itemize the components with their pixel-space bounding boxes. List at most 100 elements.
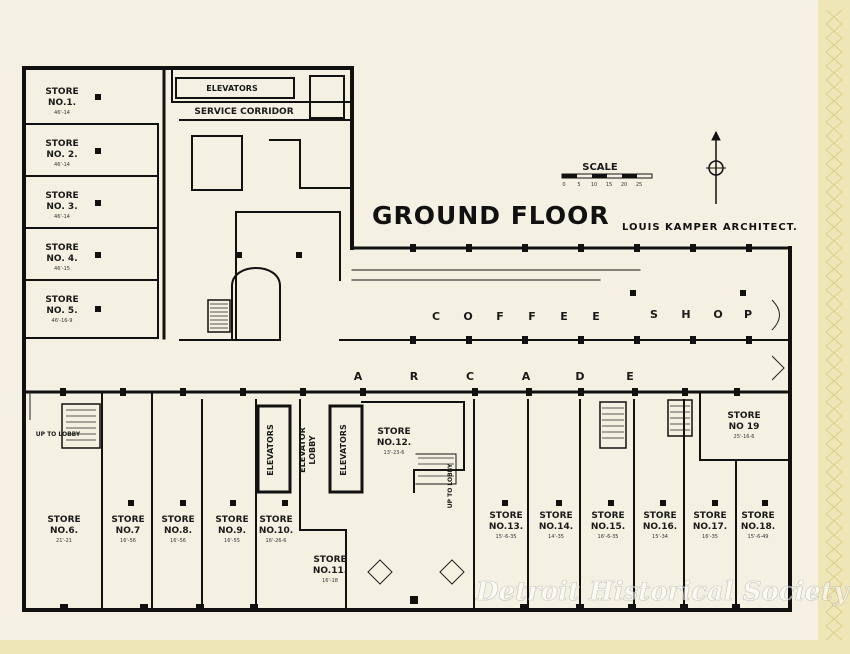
decorative-border-bottom (0, 640, 850, 654)
store-number: NO.13. (489, 522, 523, 532)
scale-tick-5: 5 (577, 182, 580, 188)
shop-letter: P (744, 308, 752, 321)
elevators-left-label: ELEVATORS (266, 424, 275, 476)
store-number: NO 19 (729, 422, 760, 432)
coffee-letter: F (496, 310, 504, 323)
shop-letter: H (681, 308, 690, 321)
store-dimension: 16'-6-35 (598, 534, 619, 540)
store-dimension: 16'-56 (120, 538, 136, 544)
store-dimension: 16'-56 (170, 538, 186, 544)
store-number: NO.16. (643, 522, 677, 532)
building-walls (22, 66, 792, 612)
scale-bar: SCALE 0 5 10 15 20 25 (561, 162, 653, 188)
store-number: NO.8. (164, 526, 192, 536)
scale-tick-0: 0 (562, 182, 565, 188)
elevator-lobby-label: LOBBY (308, 435, 317, 464)
store-number: NO.12. (377, 438, 411, 448)
arcade-letter: R (410, 370, 419, 383)
arcade-letter: E (626, 370, 634, 383)
scale-label: SCALE (582, 162, 618, 173)
store-number: NO.14. (539, 522, 573, 532)
store-dimension: 21'-21 (56, 538, 72, 544)
store-dimension: 46'-14 (54, 162, 70, 168)
store-label: STORE (643, 511, 676, 521)
store-label: STORE (47, 515, 80, 525)
arcade-letter: D (575, 370, 584, 383)
store-label: STORE (111, 515, 144, 525)
arcade-letter: A (522, 370, 531, 383)
store-number: NO.10. (259, 526, 293, 536)
coffee-letter: F (528, 310, 536, 323)
store-label: STORE (45, 87, 78, 97)
store-dimension: 25'-16-6 (734, 434, 755, 440)
coffee-shop-label: C O F F E E S H O P (432, 308, 752, 323)
store-label: STORE (259, 515, 292, 525)
store-dimension: 16'-26-6 (266, 538, 287, 544)
store-number: NO.9. (218, 526, 246, 536)
elevator-lobby-label: ELEVATOR (298, 427, 307, 473)
elevators-north-label: ELEVATORS (206, 84, 258, 93)
up-to-lobby-mid-label: UP TO LOBBY (447, 463, 454, 508)
shop-letter: O (713, 308, 722, 321)
store-label: STORE (693, 511, 726, 521)
store-number: NO.18. (741, 522, 775, 532)
border-pattern (825, 9, 843, 641)
store-label: STORE (539, 511, 572, 521)
store-dimension: 16'-18 (322, 578, 338, 584)
store-dimension: 46'-15 (54, 266, 70, 272)
store-label: STORE (45, 295, 78, 305)
store-label: STORE (161, 515, 194, 525)
scale-tick-25: 25 (636, 182, 642, 188)
store-number: NO.17. (693, 522, 727, 532)
store-label: STORE (45, 139, 78, 149)
store-label: STORE (591, 511, 624, 521)
decorative-border (818, 0, 850, 654)
store-label: STORE (727, 411, 760, 421)
store-label: STORE (313, 555, 346, 565)
scale-tick-10: 10 (591, 182, 597, 188)
shop-letter: S (650, 308, 658, 321)
arcade-letter: C (466, 370, 474, 383)
structural-columns (60, 94, 768, 612)
store-dimension: 14'-35 (548, 534, 564, 540)
store-number: NO.1. (48, 98, 76, 108)
store-dimension: 15'-34 (652, 534, 668, 540)
entrance-doors (29, 299, 785, 585)
plan-title: GROUND FLOOR (372, 201, 610, 230)
store-label: STORE (377, 427, 410, 437)
store-dimension: 15'-6-35 (496, 534, 517, 540)
store-dimension: 13'-23-6 (384, 450, 405, 456)
architect-credit: LOUIS KAMPER ARCHITECT. (622, 222, 798, 233)
service-corridor-label: SERVICE CORRIDOR (194, 107, 293, 117)
store-dimension: 15'-6-49 (748, 534, 769, 540)
store-label: STORE (215, 515, 248, 525)
coffee-letter: E (592, 310, 600, 323)
scale-tick-20: 20 (621, 182, 627, 188)
store-number: NO. 4. (46, 254, 77, 264)
store-number: NO.6. (50, 526, 78, 536)
store-label: STORE (45, 191, 78, 201)
elevators-right-label: ELEVATORS (339, 424, 348, 476)
store-number: NO.7 (116, 526, 141, 536)
north-arrow-icon (706, 130, 726, 204)
store-dimension: 16'-55 (224, 538, 240, 544)
